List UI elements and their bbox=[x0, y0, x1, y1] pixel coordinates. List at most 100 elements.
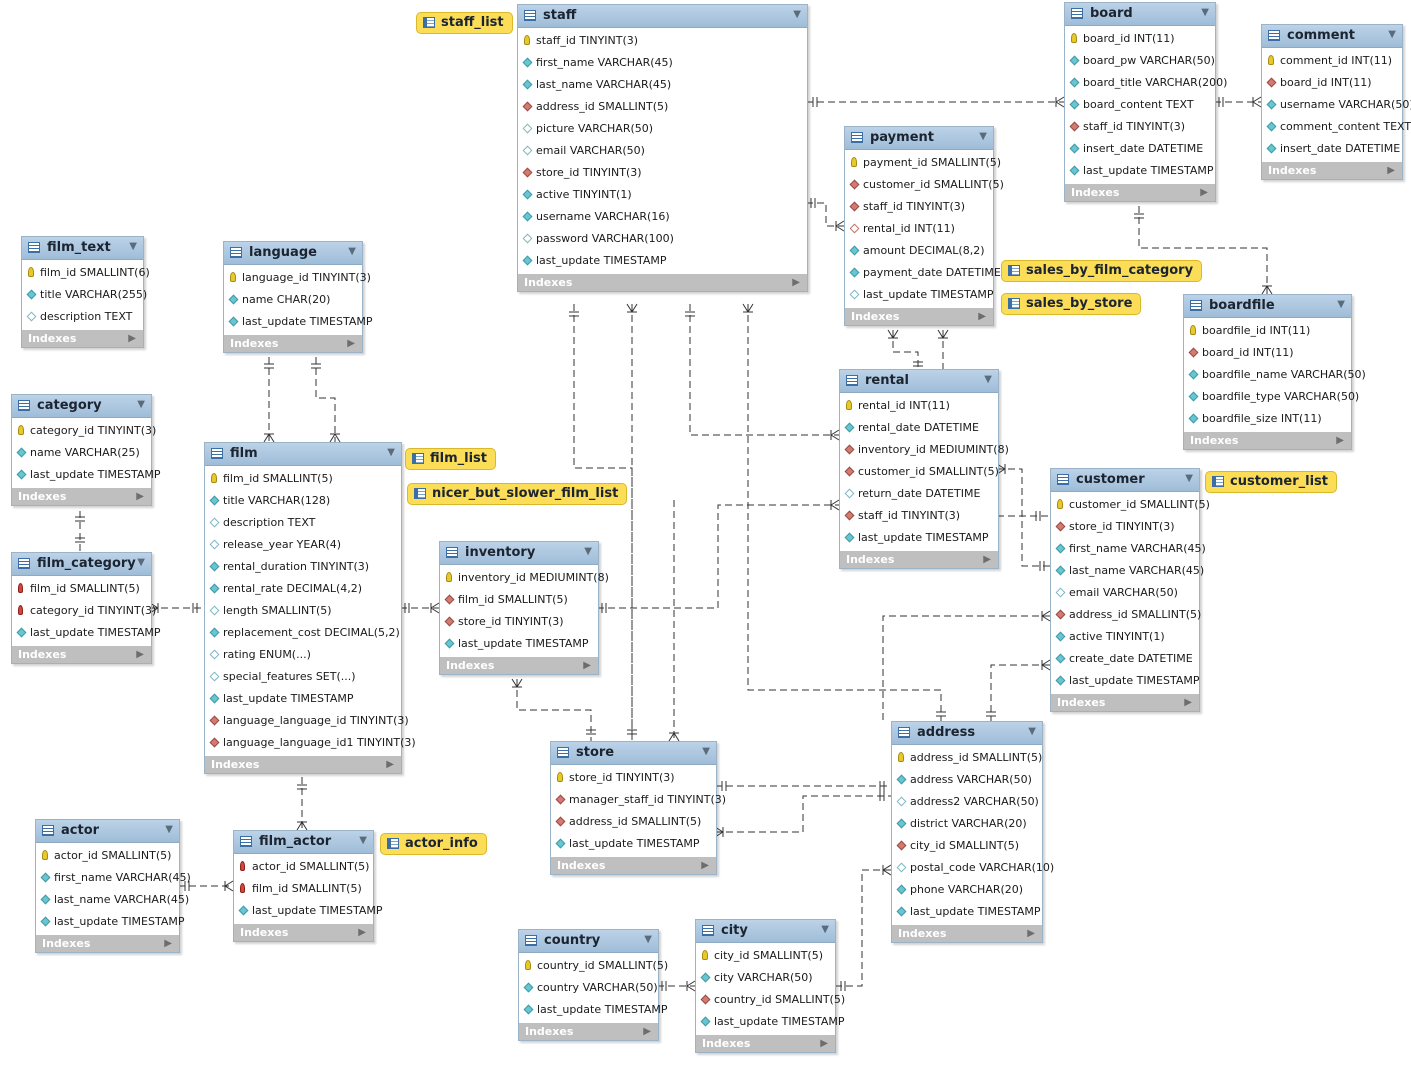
table-inventory[interactable]: inventory▼inventory_id MEDIUMINT(8)film_… bbox=[439, 541, 609, 675]
column-row[interactable]: address_id SMALLINT(5) bbox=[518, 96, 807, 118]
column-row[interactable]: store_id TINYINT(3) bbox=[518, 162, 807, 184]
column-row[interactable]: city_id SMALLINT(5) bbox=[892, 835, 1042, 857]
column-row[interactable]: insert_date DATETIME bbox=[1262, 138, 1402, 160]
column-row[interactable]: username VARCHAR(50) bbox=[1262, 94, 1411, 116]
column-row[interactable]: boardfile_size INT(11) bbox=[1184, 408, 1351, 430]
column-row[interactable]: boardfile_id INT(11) bbox=[1184, 320, 1351, 342]
table-header[interactable]: comment▼ bbox=[1262, 25, 1402, 48]
column-row[interactable]: actor_id SMALLINT(5) bbox=[234, 856, 373, 878]
column-row[interactable]: last_update TIMESTAMP bbox=[518, 250, 807, 272]
table-header[interactable]: country▼ bbox=[519, 930, 658, 953]
expand-arrow-icon[interactable]: ▶ bbox=[1336, 435, 1344, 446]
collapse-arrow-icon[interactable]: ▼ bbox=[387, 447, 395, 458]
view-sales-by-film-category[interactable]: sales_by_film_category bbox=[1001, 260, 1203, 282]
column-row[interactable]: staff_id TINYINT(3) bbox=[845, 196, 993, 218]
column-row[interactable]: rental_duration TINYINT(3) bbox=[205, 556, 401, 578]
collapse-arrow-icon[interactable]: ▼ bbox=[584, 546, 592, 557]
collapse-arrow-icon[interactable]: ▼ bbox=[359, 835, 367, 846]
column-row[interactable]: last_update TIMESTAMP bbox=[224, 311, 373, 333]
column-row[interactable]: active TINYINT(1) bbox=[1051, 626, 1199, 648]
column-row[interactable]: boardfile_type VARCHAR(50) bbox=[1184, 386, 1359, 408]
column-row[interactable]: address_id SMALLINT(5) bbox=[1051, 604, 1201, 626]
column-row[interactable]: address_id SMALLINT(5) bbox=[551, 811, 716, 833]
column-row[interactable]: last_name VARCHAR(45) bbox=[36, 889, 189, 911]
expand-arrow-icon[interactable]: ▶ bbox=[386, 759, 394, 770]
column-row[interactable]: last_update TIMESTAMP bbox=[205, 688, 401, 710]
collapse-arrow-icon[interactable]: ▼ bbox=[793, 9, 801, 20]
view-staff-list[interactable]: staff_list bbox=[416, 12, 513, 34]
table-header[interactable]: inventory▼ bbox=[440, 542, 598, 565]
table-header[interactable]: address▼ bbox=[892, 722, 1042, 745]
indexes-section[interactable]: Indexes▶ bbox=[518, 274, 807, 291]
table-header[interactable]: store▼ bbox=[551, 742, 716, 765]
expand-arrow-icon[interactable]: ▶ bbox=[136, 491, 144, 502]
table-header[interactable]: board▼ bbox=[1065, 3, 1215, 26]
column-row[interactable]: title VARCHAR(255) bbox=[22, 284, 147, 306]
column-row[interactable]: address VARCHAR(50) bbox=[892, 769, 1042, 791]
column-row[interactable]: comment_id INT(11) bbox=[1262, 50, 1402, 72]
column-row[interactable]: city_id SMALLINT(5) bbox=[696, 945, 835, 967]
column-row[interactable]: last_update TIMESTAMP bbox=[892, 901, 1042, 923]
table-category[interactable]: category▼category_id TINYINT(3)name VARC… bbox=[11, 394, 161, 506]
indexes-section[interactable]: Indexes▶ bbox=[1065, 184, 1215, 201]
indexes-section[interactable]: Indexes▶ bbox=[1051, 694, 1199, 711]
column-row[interactable]: replacement_cost DECIMAL(5,2) bbox=[205, 622, 401, 644]
column-row[interactable]: last_update TIMESTAMP bbox=[845, 284, 994, 306]
column-row[interactable]: last_update TIMESTAMP bbox=[519, 999, 668, 1021]
column-row[interactable]: phone VARCHAR(20) bbox=[892, 879, 1042, 901]
collapse-arrow-icon[interactable]: ▼ bbox=[644, 934, 652, 945]
column-row[interactable]: board_title VARCHAR(200) bbox=[1065, 72, 1227, 94]
column-row[interactable]: film_id SMALLINT(5) bbox=[440, 589, 598, 611]
collapse-arrow-icon[interactable]: ▼ bbox=[165, 824, 173, 835]
column-row[interactable]: rating ENUM(...) bbox=[205, 644, 401, 666]
table-film-actor[interactable]: film_actor▼actor_id SMALLINT(5)film_id S… bbox=[233, 830, 383, 942]
indexes-section[interactable]: Indexes▶ bbox=[696, 1035, 835, 1052]
expand-arrow-icon[interactable]: ▶ bbox=[583, 660, 591, 671]
expand-arrow-icon[interactable]: ▶ bbox=[792, 277, 800, 288]
table-store[interactable]: store▼store_id TINYINT(3)manager_staff_i… bbox=[550, 741, 726, 875]
view-nicer-but-slower-film-list[interactable]: nicer_but_slower_film_list bbox=[407, 483, 628, 505]
column-row[interactable]: last_update TIMESTAMP bbox=[440, 633, 598, 655]
column-row[interactable]: customer_id SMALLINT(5) bbox=[1051, 494, 1210, 516]
column-row[interactable]: special_features SET(...) bbox=[205, 666, 401, 688]
column-row[interactable]: staff_id TINYINT(3) bbox=[518, 30, 807, 52]
indexes-section[interactable]: Indexes▶ bbox=[840, 551, 998, 568]
column-row[interactable]: boardfile_name VARCHAR(50) bbox=[1184, 364, 1366, 386]
collapse-arrow-icon[interactable]: ▼ bbox=[702, 746, 710, 757]
table-rental[interactable]: rental▼rental_id INT(11)rental_date DATE… bbox=[839, 369, 1009, 569]
column-row[interactable]: password VARCHAR(100) bbox=[518, 228, 807, 250]
collapse-arrow-icon[interactable]: ▼ bbox=[137, 557, 145, 568]
column-row[interactable]: last_update TIMESTAMP bbox=[1065, 160, 1215, 182]
column-row[interactable]: payment_id SMALLINT(5) bbox=[845, 152, 1001, 174]
collapse-arrow-icon[interactable]: ▼ bbox=[979, 131, 987, 142]
expand-arrow-icon[interactable]: ▶ bbox=[1387, 165, 1395, 176]
column-row[interactable]: inventory_id MEDIUMINT(8) bbox=[440, 567, 609, 589]
expand-arrow-icon[interactable]: ▶ bbox=[978, 311, 986, 322]
column-row[interactable]: rental_id INT(11) bbox=[840, 395, 998, 417]
column-row[interactable]: username VARCHAR(16) bbox=[518, 206, 807, 228]
column-row[interactable]: length SMALLINT(5) bbox=[205, 600, 401, 622]
column-row[interactable]: description TEXT bbox=[205, 512, 401, 534]
column-row[interactable]: board_content TEXT bbox=[1065, 94, 1215, 116]
indexes-section[interactable]: Indexes▶ bbox=[551, 857, 716, 874]
column-row[interactable]: email VARCHAR(50) bbox=[1051, 582, 1199, 604]
column-row[interactable]: district VARCHAR(20) bbox=[892, 813, 1042, 835]
column-row[interactable]: first_name VARCHAR(45) bbox=[1051, 538, 1206, 560]
table-header[interactable]: category▼ bbox=[12, 395, 151, 418]
table-comment[interactable]: comment▼comment_id INT(11)board_id INT(1… bbox=[1261, 24, 1411, 180]
indexes-section[interactable]: Indexes▶ bbox=[519, 1023, 658, 1040]
view-actor-info[interactable]: actor_info bbox=[380, 833, 487, 855]
column-row[interactable]: film_id SMALLINT(5) bbox=[205, 468, 401, 490]
table-header[interactable]: customer▼ bbox=[1051, 469, 1199, 492]
column-row[interactable]: last_update TIMESTAMP bbox=[12, 622, 161, 644]
column-row[interactable]: last_update TIMESTAMP bbox=[234, 900, 383, 922]
indexes-section[interactable]: Indexes▶ bbox=[22, 330, 143, 347]
view-customer-list[interactable]: customer_list bbox=[1205, 471, 1337, 493]
column-row[interactable]: active TINYINT(1) bbox=[518, 184, 807, 206]
column-row[interactable]: last_update TIMESTAMP bbox=[12, 464, 161, 486]
expand-arrow-icon[interactable]: ▶ bbox=[136, 649, 144, 660]
table-header[interactable]: actor▼ bbox=[36, 820, 179, 843]
expand-arrow-icon[interactable]: ▶ bbox=[643, 1026, 651, 1037]
table-city[interactable]: city▼city_id SMALLINT(5)city VARCHAR(50)… bbox=[695, 919, 845, 1053]
column-row[interactable]: last_update TIMESTAMP bbox=[1051, 670, 1200, 692]
